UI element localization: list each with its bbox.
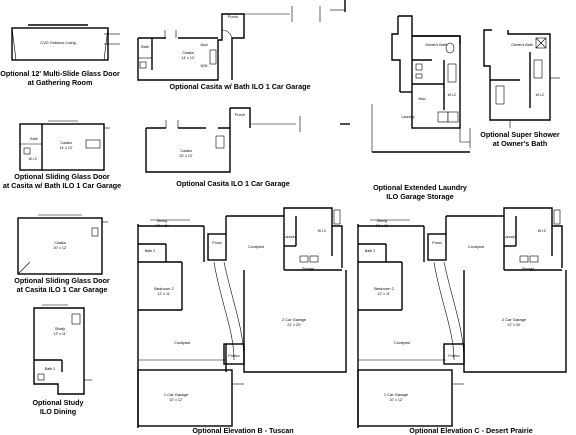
plan-extended-laundry: Owner's Bath Laundry W.I.C Mud [371,15,471,153]
plan-elevation-c: Dining 13' x 11' Porch Courtyard Laundry… [357,207,567,428]
room-garage2-b-size: 21' x 20' [287,323,300,327]
room-bedroom2-c-size: 12' x 11' [378,292,391,296]
room-dining-c-size: 13' x 11' [376,224,389,228]
plan-casita-garage: Porch Casita 20' x 13' [145,107,350,173]
caption-elevation-c: Optional Elevation C - Desert Prairie [409,426,533,435]
room-garage2-c-size: 21' x 20' [507,323,520,327]
room-wic-elev-c: W.I.C [538,229,547,233]
plan-multi-slide-door: CVD Outdoor Living [11,24,120,61]
room-owners-bath-b: Owner's Bath [511,43,532,47]
caption-sliding-casita-bath: Optional Sliding Glass Door at Casita w/… [2,172,122,190]
caption-casita-garage: Optional Casita ILO 1 Car Garage [176,179,290,188]
room-casita-c-size: 20' x 13' [179,154,192,158]
plan-study: Study 13' x 11' Bath 2 [33,304,92,395]
room-laundry-b: Laundry [284,235,297,239]
room-study: Study [55,326,65,331]
room-bedroom2-c: Bedroom 2 [374,286,394,291]
room-casita-d: Casita [54,240,66,245]
room-cvd-outdoor-living: CVD Outdoor Living [40,40,76,45]
plan-sliding-casita: Casita 20' x 12' [17,214,108,275]
room-courtyard-b1: Courtyard [248,245,264,249]
plan-sliding-casita-bath: Bath W.I.C Casita 14' x 13' [19,120,110,171]
room-portico-c: Portico [448,354,459,358]
room-study-size: 13' x 11' [54,332,67,336]
room-laundry-c: Laundry [504,235,517,239]
plan-casita-bath: Porch Bath Casita 14' x 13' Mud W/D [137,0,346,81]
room-casita-size: 14' x 13' [181,56,194,60]
room-garage1-b: 1 Car Garage [164,392,189,397]
plan-elevation-b: Dining 13' x 11' Porch Courtyard Laundry… [137,207,347,428]
room-bath: Bath [141,45,148,49]
room-garage2-c: 2 Car Garage [502,317,527,322]
room-casita-b-size: 14' x 13' [59,146,72,150]
room-bath2-c: Bath 2 [365,249,375,253]
room-courtyard-c1: Courtyard [468,245,484,249]
room-courtyard-b2: Courtyard [174,341,190,345]
room-garage1-b-size: 10' x 12' [169,398,182,402]
room-wic-b: W.I.C [536,93,545,97]
room-wic-a: W.I.C [448,93,457,97]
room-storage-c: Storage [522,267,535,271]
caption-super-shower: Optional Super Shower at Owner's Bath [480,130,560,148]
room-casita-c: Casita [180,148,192,153]
caption-sliding-casita: Optional Sliding Glass Door at Casita IL… [14,276,110,294]
caption-elevation-b: Optional Elevation B - Tuscan [192,426,294,435]
room-garage2-b: 2 Car Garage [282,317,307,322]
room-dining-c: Dining [377,219,387,223]
room-portico-b: Portico [228,354,239,358]
svg-text:Mud: Mud [201,43,208,47]
room-bath2: Bath 2 [45,367,55,371]
caption-casita-bath: Optional Casita w/ Bath ILO 1 Car Garage [169,82,311,91]
room-casita-b: Casita [60,140,72,145]
room-courtyard-c2: Courtyard [394,341,410,345]
room-bedroom2-b: Bedroom 2 [154,286,174,291]
room-dining-b: Dining [157,219,167,223]
room-bath-b: Bath [30,137,37,141]
room-porch-elev-b: Porch [212,241,221,245]
room-storage-b: Storage [302,267,315,271]
room-laundry: Laundry [402,115,415,119]
room-porch: Porch [228,14,238,19]
caption-multi-slide-door: Optional 12' Multi-Slide Glass Door at G… [0,69,120,87]
room-owners-bath-a: Owner's Bath [425,43,446,47]
room-dining-b-size: 13' x 11' [156,224,169,228]
room-garage1-c: 1 Car Garage [384,392,409,397]
svg-text:Mud: Mud [419,97,426,101]
room-porch-b: Porch [235,112,245,117]
svg-text:W/D: W/D [201,64,208,68]
room-wic-elev-b: W.I.C [318,229,327,233]
room-garage1-c-size: 10' x 12' [389,398,402,402]
room-casita-d-size: 20' x 12' [53,246,66,250]
caption-study: Optional Study ILO Dining [32,398,84,416]
caption-extended-laundry: Optional Extended Laundry ILO Garage Sto… [373,183,467,201]
room-wic-c: W.I.C [29,157,38,161]
plan-super-shower: Owner's Bath W.I.C [483,29,560,128]
room-bath2-b: Bath 2 [145,249,155,253]
room-casita: Casita [182,50,194,55]
room-porch-elev-c: Porch [432,241,441,245]
room-bedroom2-b-size: 12' x 11' [158,292,171,296]
